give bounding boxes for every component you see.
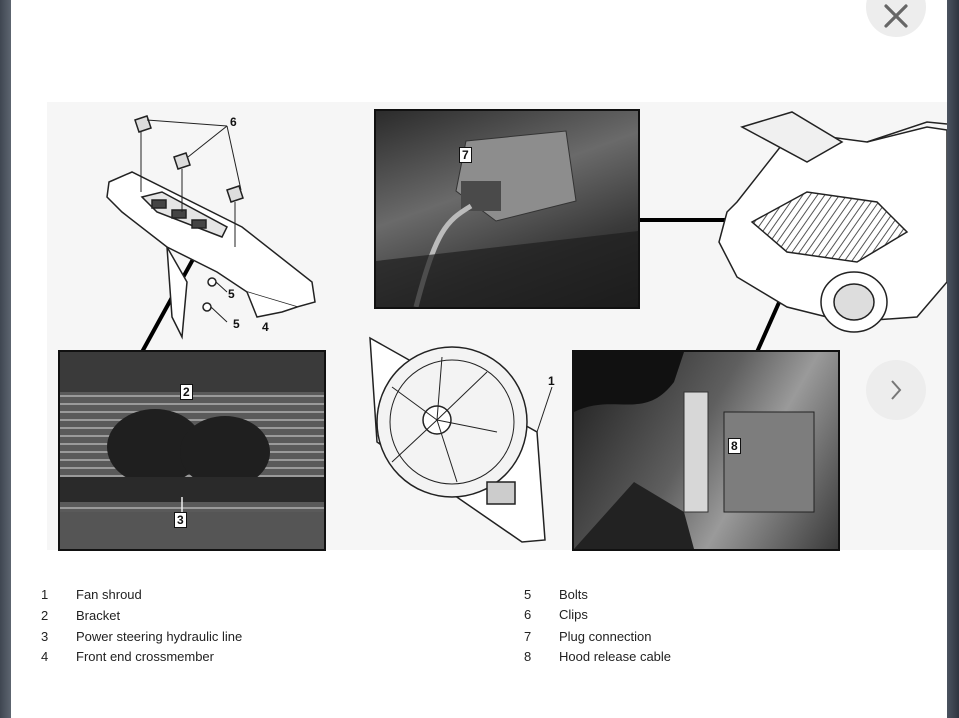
callout-3: 3 (174, 512, 187, 528)
crossmember-drawing (106, 115, 316, 340)
left-frame-edge (0, 0, 11, 718)
legend-label: Plug connection (559, 629, 652, 644)
callout-6: 6 (230, 115, 237, 129)
legend-number: 2 (41, 608, 49, 623)
photo-detail (376, 130, 638, 307)
photo-bracket (58, 350, 326, 551)
leader-line (140, 251, 199, 353)
legend-label: Hood release cable (559, 649, 672, 664)
photo-detail (574, 352, 815, 549)
legend-label: Bolts (559, 587, 588, 602)
legend-number: 4 (41, 649, 49, 664)
legend-label: Power steering hydraulic line (76, 629, 243, 644)
legend-left: 1 Fan shroud 2 Bracket 3 Power steering hyd… (41, 587, 341, 677)
callout-5: 5 (228, 287, 235, 301)
service-diagram: 6 5 5 4 7 2 3 1 8 (47, 102, 947, 551)
legend-number: 6 (524, 607, 532, 622)
callout-7: 7 (459, 147, 472, 163)
legend-label: Bracket (76, 608, 121, 623)
legend-number: 1 (41, 587, 49, 602)
close-icon (883, 0, 909, 29)
legend-label: Front end crossmember (76, 649, 214, 664)
next-image-button[interactable] (866, 360, 926, 420)
callout-5b: 5 (233, 317, 240, 331)
photo-plug-connection (374, 109, 640, 309)
legend-number: 7 (524, 629, 532, 644)
photo-hood-release-cable (572, 350, 840, 551)
callout-1: 1 (548, 374, 555, 388)
fan-shroud-drawing (369, 336, 553, 543)
legend-number: 8 (524, 649, 532, 664)
photo-detail (60, 352, 324, 549)
legend-label: Fan shroud (76, 587, 142, 602)
close-button[interactable] (866, 0, 926, 37)
diagram-drawing (106, 111, 947, 543)
callout-4: 4 (262, 320, 269, 334)
legend-number: 5 (524, 587, 532, 602)
callout-2: 2 (180, 384, 193, 400)
car-drawing (718, 111, 947, 333)
callout-8: 8 (728, 438, 741, 454)
legend-label: Clips (559, 607, 588, 622)
legend-number: 3 (41, 629, 49, 644)
legend-right: 5 Bolts 6 Clips 7 Plug connection 8 Hood rel… (524, 587, 824, 677)
right-frame-edge (947, 0, 959, 718)
chevron-right-icon (888, 378, 904, 402)
